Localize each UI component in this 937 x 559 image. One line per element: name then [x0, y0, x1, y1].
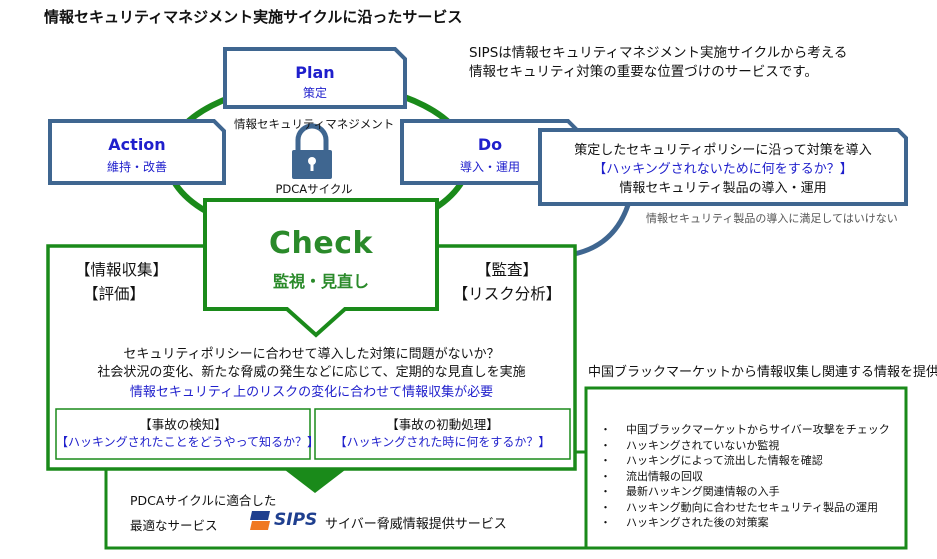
footer-line-2: 最適なサービス [130, 518, 218, 533]
detect-title: 【事故の検知】 [139, 417, 227, 432]
check-review: 社会状況の変化、新たな脅威の発生などに応じて、定期的な見直しを実施 [97, 365, 526, 380]
detect-question: 【ハッキングされたことをどうやって知るか？】 [56, 435, 320, 449]
sips-logo-icon [250, 511, 270, 530]
do-detail-box [538, 128, 908, 206]
down-arrow [285, 470, 345, 493]
check-emphasis: 情報セキュリティ上のリスクの変化に合わせて情報収集が必要 [129, 385, 494, 400]
list-item: ハッキングされていないか監視 [600, 438, 890, 454]
list-item: ハッキング動向に合わせたセキュリティ製品の運用 [600, 500, 890, 516]
list-item: 流出情報の回収 [600, 469, 890, 485]
list-item: 中国ブラックマーケットからサイバー攻撃をチェック [600, 422, 890, 438]
action-title: Action [108, 135, 166, 154]
info-collect-label: 【情報収集】 【評価】 [75, 258, 168, 306]
cycle-center-label: 情報セキュリティマネジメント [234, 117, 395, 131]
do-detail-product: 情報セキュリティ製品の導入・運用 [619, 181, 827, 196]
market-list: 中国ブラックマーケットからサイバー攻撃をチェック ハッキングされていないか監視 … [600, 422, 890, 531]
do-title: Do [477, 135, 503, 154]
sips-logo-text: SIPS [274, 510, 318, 530]
info-collect-label-1: 【情報収集】 [75, 261, 169, 279]
check-question: セキュリティポリシーに合わせて導入した対策に問題がないか？ [123, 347, 500, 362]
response-question: 【ハッキングされた時に何をするか？】 [334, 435, 551, 449]
list-item: ハッキングによって流出した情報を確認 [600, 453, 890, 469]
check-box [203, 198, 439, 338]
market-heading: 中国ブラックマーケットから情報収集し関連する情報を提供 [588, 365, 937, 380]
check-subtitle: 監視・見直し [272, 272, 369, 291]
intro-line: SIPSは情報セキュリティマネジメント実施サイクルから考える [469, 45, 848, 61]
action-subtitle: 維持・改善 [106, 160, 167, 174]
do-detail-line: 策定したセキュリティポリシーに沿って対策を導入 [574, 143, 872, 158]
do-subtitle: 導入・運用 [459, 160, 520, 174]
check-title: Check [269, 226, 373, 261]
intro-text: SIPSは情報セキュリティマネジメント実施サイクルから考える 情報セキュリティ対… [469, 44, 847, 82]
do-detail-note: 情報セキュリティ製品の導入に満足してはいけない [646, 212, 898, 225]
response-box [314, 408, 571, 460]
detect-box [55, 408, 311, 460]
audit-label: 【監査】 【リスク分析】 [451, 258, 563, 306]
page-title: 情報セキュリティマネジメント実施サイクルに沿ったサービス [44, 8, 463, 26]
plan-subtitle: 策定 [302, 86, 327, 100]
action-box [48, 119, 226, 185]
plan-box [223, 47, 407, 109]
pdca-label: PDCAサイクル [275, 182, 353, 196]
footer-line-1: PDCAサイクルに適合した [130, 493, 277, 508]
audit-label-1: 【監査】 [475, 261, 538, 279]
plan-title: Plan [295, 63, 335, 82]
list-item: 最新ハッキング関連情報の入手 [600, 484, 890, 500]
do-detail-question: 【ハッキングされないために何をするか？】 [593, 162, 853, 177]
intro-line: 情報セキュリティ対策の重要な位置づけのサービスです。 [469, 64, 818, 80]
service-name: サイバー脅威情報提供サービス [325, 517, 507, 532]
list-item: ハッキングされた後の対策案 [600, 515, 890, 531]
lock-icon [292, 123, 332, 179]
audit-label-2: 【リスク分析】 [452, 285, 562, 303]
info-collect-label-2: 【評価】 [83, 285, 146, 303]
response-title: 【事故の初動処理】 [386, 417, 499, 432]
